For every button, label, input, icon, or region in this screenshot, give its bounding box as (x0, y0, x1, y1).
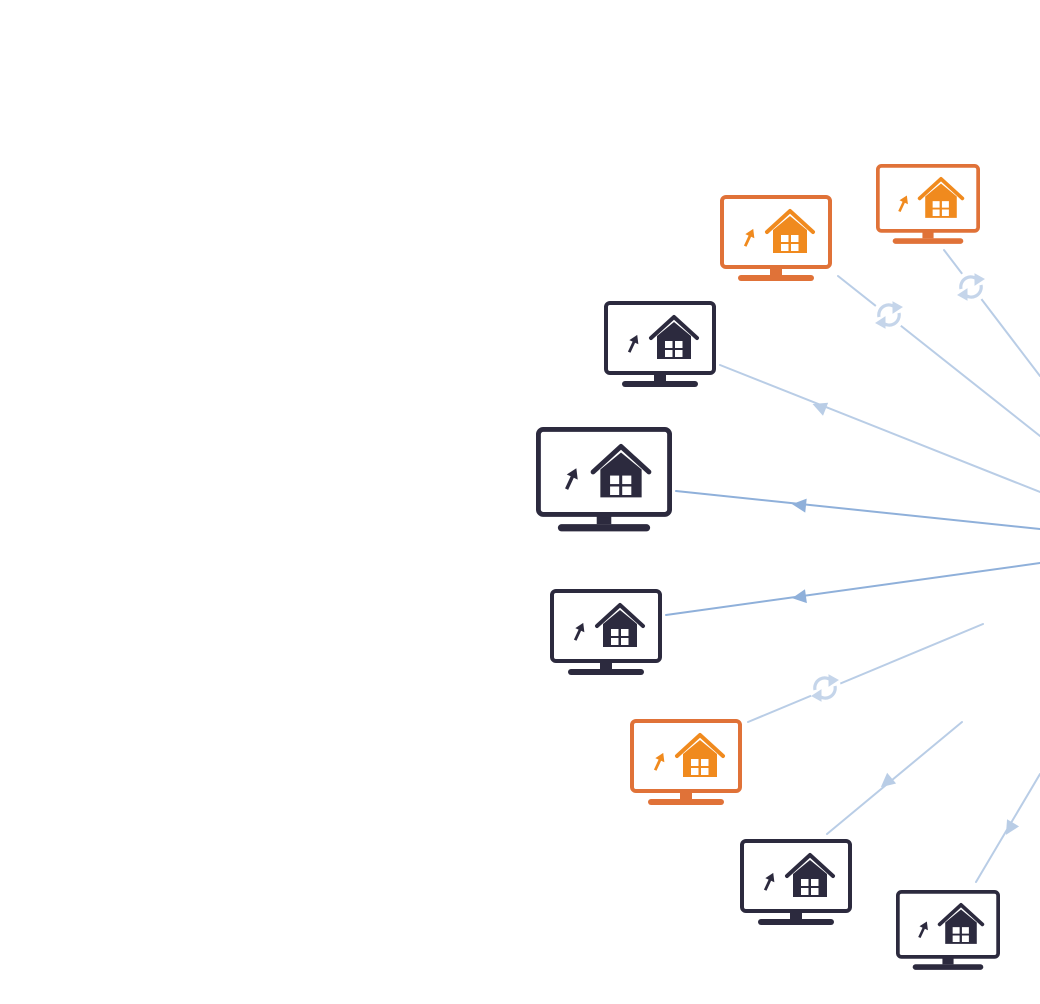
node-7-connection-line (826, 721, 963, 835)
node-4-arrow-icon (792, 498, 807, 513)
node-8-arrow-icon (1005, 819, 1020, 835)
node-8-house-icon (937, 903, 985, 944)
node-7-cursor-icon (763, 872, 775, 891)
node-3-connection-line (719, 364, 1040, 493)
node-1-house-icon (917, 177, 965, 218)
node-1-connection-line (943, 249, 1040, 377)
node-3-arrow-icon (812, 402, 829, 416)
node-2-connection-line (837, 275, 1040, 437)
connection-lines (665, 249, 1040, 883)
node-8-monitor-icon (896, 890, 1001, 970)
node-4-monitor-icon (536, 427, 673, 532)
node-8-cursor-icon (918, 921, 928, 939)
node-3-monitor-icon (604, 301, 716, 387)
node-5-monitor-icon (550, 589, 662, 675)
node-5-house-icon (595, 603, 645, 647)
node-7-monitor-icon (740, 839, 852, 925)
node-7-arrow-icon (880, 772, 897, 788)
node-4-cursor-icon (565, 468, 578, 490)
node-6-connection-line (747, 623, 984, 723)
node-6-cursor-icon (653, 752, 665, 771)
node-3-cursor-icon (627, 334, 639, 353)
node-1-cursor-icon (898, 195, 908, 213)
node-2-monitor-icon (720, 195, 832, 281)
computer-nodes (536, 164, 1001, 970)
node-6-monitor-icon (630, 719, 742, 805)
node-6-house-icon (675, 733, 725, 777)
node-4-connection-line (675, 490, 1040, 530)
node-3-house-icon (649, 315, 699, 359)
node-5-connection-line (665, 562, 1040, 616)
node-1-sync-icon (955, 271, 987, 303)
node-4-house-icon (590, 444, 652, 498)
node-2-house-icon (765, 209, 815, 253)
node-7-house-icon (785, 853, 835, 897)
node-2-cursor-icon (743, 228, 755, 247)
node-1-monitor-icon (876, 164, 981, 244)
node-6-sync-icon (809, 672, 841, 704)
node-5-cursor-icon (573, 622, 585, 641)
node-2-sync-icon (873, 299, 905, 331)
node-5-arrow-icon (792, 589, 807, 604)
